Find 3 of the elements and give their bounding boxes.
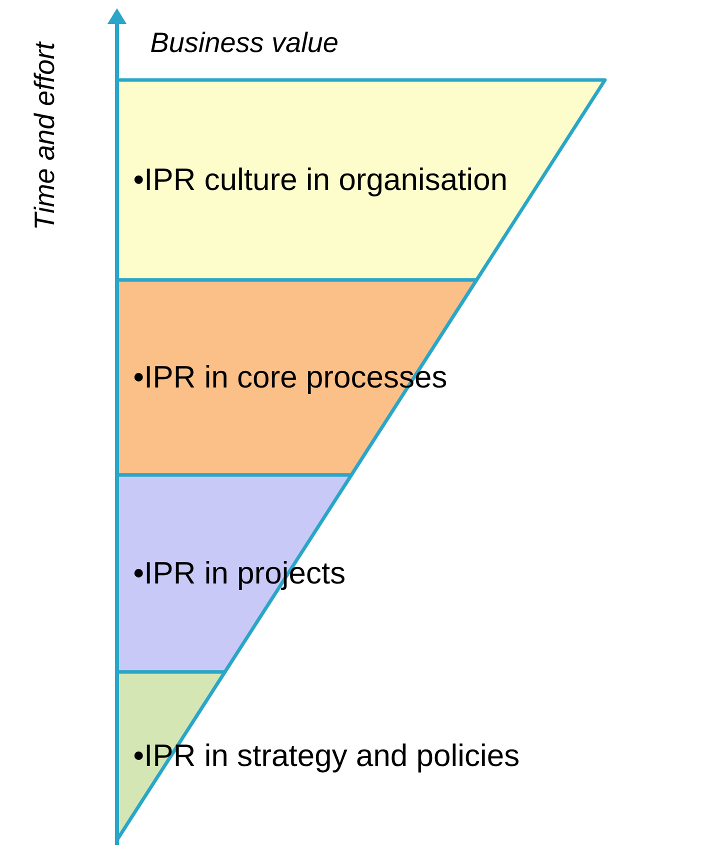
axis-label: Time and effort: [34, 41, 54, 228]
band: •IPR culture in organisation: [115, 78, 607, 282]
axis-label: Business value: [151, 32, 338, 52]
